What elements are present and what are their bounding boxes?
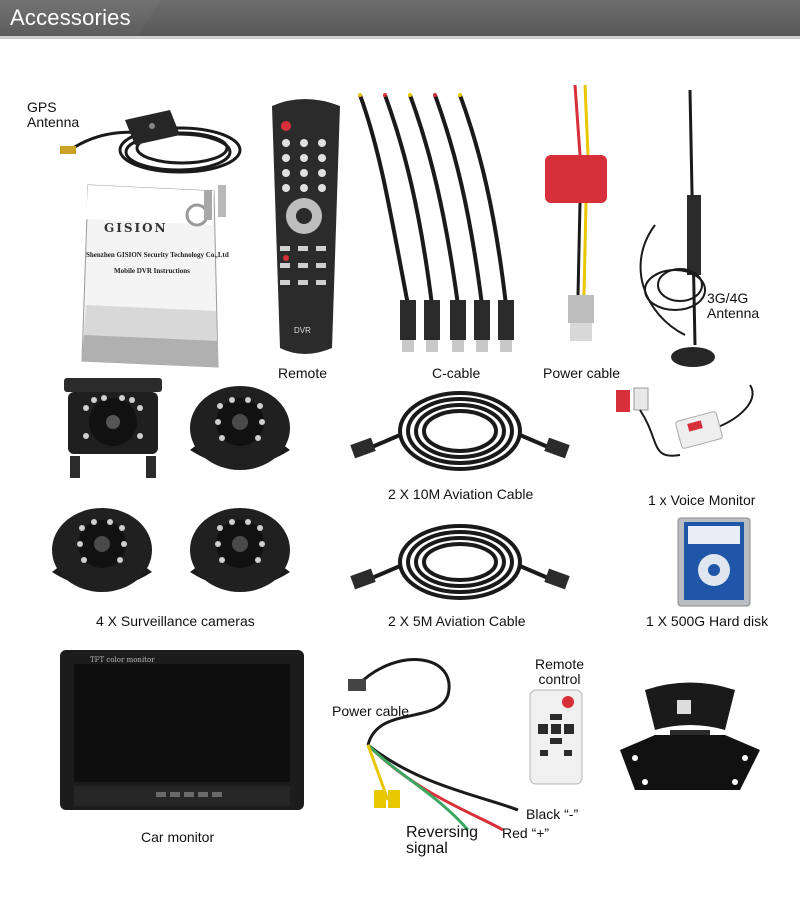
gps-antenna-image bbox=[60, 110, 242, 174]
hard-disk bbox=[676, 516, 756, 608]
manual-subtitle: Mobile DVR Instructions bbox=[114, 267, 190, 275]
power-cable-top-label: Power cable bbox=[543, 365, 621, 381]
dome-camera-image bbox=[190, 508, 290, 592]
manual-brand: GISION bbox=[104, 221, 168, 235]
hard-disk-image bbox=[677, 517, 751, 607]
aviation-cable-5m-image bbox=[350, 524, 570, 600]
dome-camera-1 bbox=[182, 378, 298, 482]
bullet-camera-image bbox=[64, 378, 162, 478]
aviation-cable-5m-label: 2 X 5M Aviation Cable bbox=[388, 613, 526, 629]
power-cable-top-image bbox=[545, 84, 607, 341]
surveillance-cameras-label: 4 X Surveillance cameras bbox=[96, 613, 255, 629]
power-cable-bottom-label: Power cable bbox=[332, 703, 410, 719]
c-cable-label: C-cable bbox=[432, 365, 481, 381]
gps-antenna-label: GPS Antenna bbox=[27, 99, 80, 130]
bullet-camera bbox=[58, 378, 168, 483]
monitor-bracket-image bbox=[620, 682, 760, 790]
power-cable-top-item bbox=[540, 84, 620, 365]
car-monitor-image bbox=[60, 650, 304, 810]
power-cable-bottom-image bbox=[348, 658, 519, 832]
c-cable-image bbox=[358, 93, 514, 352]
header-tab bbox=[0, 0, 160, 36]
car-monitor-label: Car monitor bbox=[141, 829, 215, 845]
aviation-cable-10m-image bbox=[350, 391, 570, 471]
dome-camera-image bbox=[190, 386, 290, 470]
power-cable-bottom bbox=[318, 645, 528, 845]
reversing-signal-label: Reversing signal bbox=[406, 824, 479, 857]
small-remote bbox=[528, 688, 584, 788]
antenna-3g4g-image bbox=[639, 89, 715, 367]
aviation-cable-10m-label: 2 X 10M Aviation Cable bbox=[388, 486, 534, 502]
dvr-remote-item: DVR bbox=[262, 98, 347, 358]
manual-company: Shenzhen GISION Security Technology Co.,… bbox=[86, 251, 229, 259]
remote-brand: DVR bbox=[294, 326, 311, 335]
small-remote-image bbox=[529, 689, 583, 785]
key-icon bbox=[185, 185, 226, 227]
red-wire-label: Red “+” bbox=[502, 825, 550, 841]
gps-antenna-item: GPS Antenna bbox=[27, 90, 242, 185]
manual-booklet-image bbox=[81, 184, 219, 368]
voice-monitor-image bbox=[616, 384, 754, 457]
dome-camera-2 bbox=[44, 500, 160, 604]
antenna-3g4g-item: 3G/4G Antenna bbox=[635, 85, 795, 375]
remote-label: Remote bbox=[278, 365, 328, 381]
dome-camera-image bbox=[52, 508, 152, 592]
monitor-caption: TFT color monitor bbox=[90, 656, 155, 664]
dome-camera-3 bbox=[182, 500, 298, 604]
antenna-3g4g-label: 3G/4G Antenna bbox=[707, 290, 760, 321]
section-header: Accessories bbox=[0, 0, 800, 39]
page-title: Accessories bbox=[10, 5, 131, 30]
monitor-bracket bbox=[615, 680, 765, 800]
dvr-remote-image bbox=[272, 99, 340, 354]
header-shadow bbox=[0, 36, 800, 39]
c-cable-item bbox=[350, 90, 530, 360]
manual-item: GISION Shenzhen GISION Security Technolo… bbox=[81, 184, 229, 370]
remote-control-label: Remote control bbox=[535, 656, 585, 687]
black-wire-label: Black “-” bbox=[526, 806, 579, 822]
car-monitor: TFT color monitor bbox=[60, 648, 305, 813]
hard-disk-label: 1 X 500G Hard disk bbox=[646, 613, 769, 629]
aviation-cable-10m bbox=[350, 385, 570, 480]
aviation-cable-5m bbox=[350, 518, 570, 608]
voice-monitor-label: 1 x Voice Monitor bbox=[648, 492, 756, 508]
voice-monitor bbox=[610, 380, 780, 480]
